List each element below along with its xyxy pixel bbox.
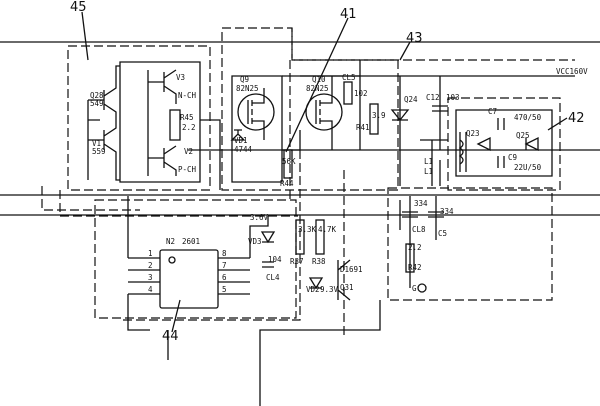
callout-44: 44 — [162, 329, 179, 344]
block-44-boundary — [94, 199, 297, 319]
label-r45-value: 2.2 — [182, 123, 196, 132]
supply-block-43 — [300, 75, 575, 186]
label-q25: Q25 — [516, 131, 530, 140]
label-r38-value: 4.7K — [318, 225, 337, 234]
label-v3: V3 — [176, 73, 185, 82]
block-42 — [455, 109, 553, 177]
bus-traces — [0, 41, 600, 406]
callout-leaders — [81, 11, 568, 333]
label-r42: R42 — [408, 263, 422, 272]
callout-43: 43 — [406, 31, 423, 46]
ic-pin-6: 6 — [222, 273, 227, 282]
label-vd2: VD2 — [306, 285, 320, 294]
label-r44: R44 — [280, 179, 294, 188]
label-q28-value: 549 — [90, 99, 104, 108]
label-vd1-value: 4744 — [234, 145, 253, 154]
label-vd1: VD1 — [234, 136, 248, 145]
output-filter — [399, 196, 444, 293]
label-r44-value: 56K — [282, 157, 296, 166]
block-42-boundary — [447, 97, 561, 191]
label-d1691: D1691 — [340, 265, 363, 274]
label-r41: R41 — [356, 123, 370, 132]
label-c12: C12 — [426, 93, 440, 102]
ic-pin-2: 2 — [148, 261, 153, 270]
label-c12-value: 103 — [446, 93, 460, 102]
label-c5: C5 — [438, 229, 447, 238]
ic-pin-8: 8 — [222, 249, 227, 258]
label-cl8: CL8 — [412, 225, 426, 234]
label-vd2-value: 9.3V — [320, 285, 339, 294]
mosfet-block-41 — [230, 60, 379, 183]
label-cl4: CL4 — [266, 273, 280, 282]
ic-pin-4: 4 — [148, 285, 153, 294]
label-cl8-value: 334 — [414, 199, 428, 208]
label-cl5: CL5 — [342, 73, 356, 82]
label-nch: N-CH — [178, 91, 197, 100]
label-q10: Q10 — [312, 75, 326, 84]
driver-block-45 — [87, 61, 221, 190]
label-q10-value: 82N25 — [306, 84, 329, 93]
ic-pin-3: 3 — [148, 273, 153, 282]
label-ground: G — [412, 284, 417, 293]
ic-pin-5: 5 — [222, 285, 227, 294]
label-c7: C7 — [488, 107, 497, 116]
ic-block-44 — [127, 196, 351, 360]
outer-dashed-traces — [41, 60, 345, 336]
label-c7-value: 470/50 — [514, 113, 542, 122]
label-v1-value: 559 — [92, 147, 106, 156]
label-vcc: VCC160V — [556, 67, 588, 76]
label-vd3-value: 3.6V — [250, 213, 269, 222]
label-ic-part: 2601 — [182, 237, 200, 246]
ic-pin-7: 7 — [222, 261, 227, 270]
callout-45: 45 — [70, 0, 87, 15]
lower-right-boundary — [387, 187, 553, 301]
label-q31: Q31 — [340, 283, 354, 292]
label-r42-value: 2.2 — [408, 243, 422, 252]
block-45-boundary — [67, 45, 211, 191]
label-r38: R38 — [312, 257, 326, 266]
label-r41-value: 3.9 — [372, 111, 386, 120]
label-q24: Q24 — [404, 95, 418, 104]
label-l1-bottom: L1 — [424, 167, 433, 176]
block-43-boundary — [291, 28, 575, 61]
label-q9-value: 82N25 — [236, 84, 259, 93]
label-q23: Q23 — [466, 129, 480, 138]
callout-41: 41 — [340, 7, 357, 22]
label-cl5-value: 102 — [354, 89, 368, 98]
label-v2: V2 — [184, 147, 193, 156]
label-r45: R45 — [180, 113, 194, 122]
label-r37: R37 — [290, 257, 304, 266]
label-pch: P-CH — [178, 165, 197, 174]
label-q9: Q9 — [240, 75, 249, 84]
label-q28: Q28 — [90, 91, 104, 100]
label-r37-value: 3.3K — [298, 225, 317, 234]
callout-42: 42 — [568, 111, 585, 126]
ic-pin-1: 1 — [148, 249, 153, 258]
label-v1: V1 — [92, 139, 101, 148]
label-vd3: VD3 — [248, 237, 262, 246]
label-l1-top: L1 — [424, 157, 433, 166]
label-c9: C9 — [508, 153, 517, 162]
label-c9-value: 22U/50 — [514, 163, 542, 172]
label-cl4-value: 104 — [268, 255, 282, 264]
label-c5-value: 334 — [440, 207, 454, 216]
label-ic-name: N2 — [166, 237, 175, 246]
